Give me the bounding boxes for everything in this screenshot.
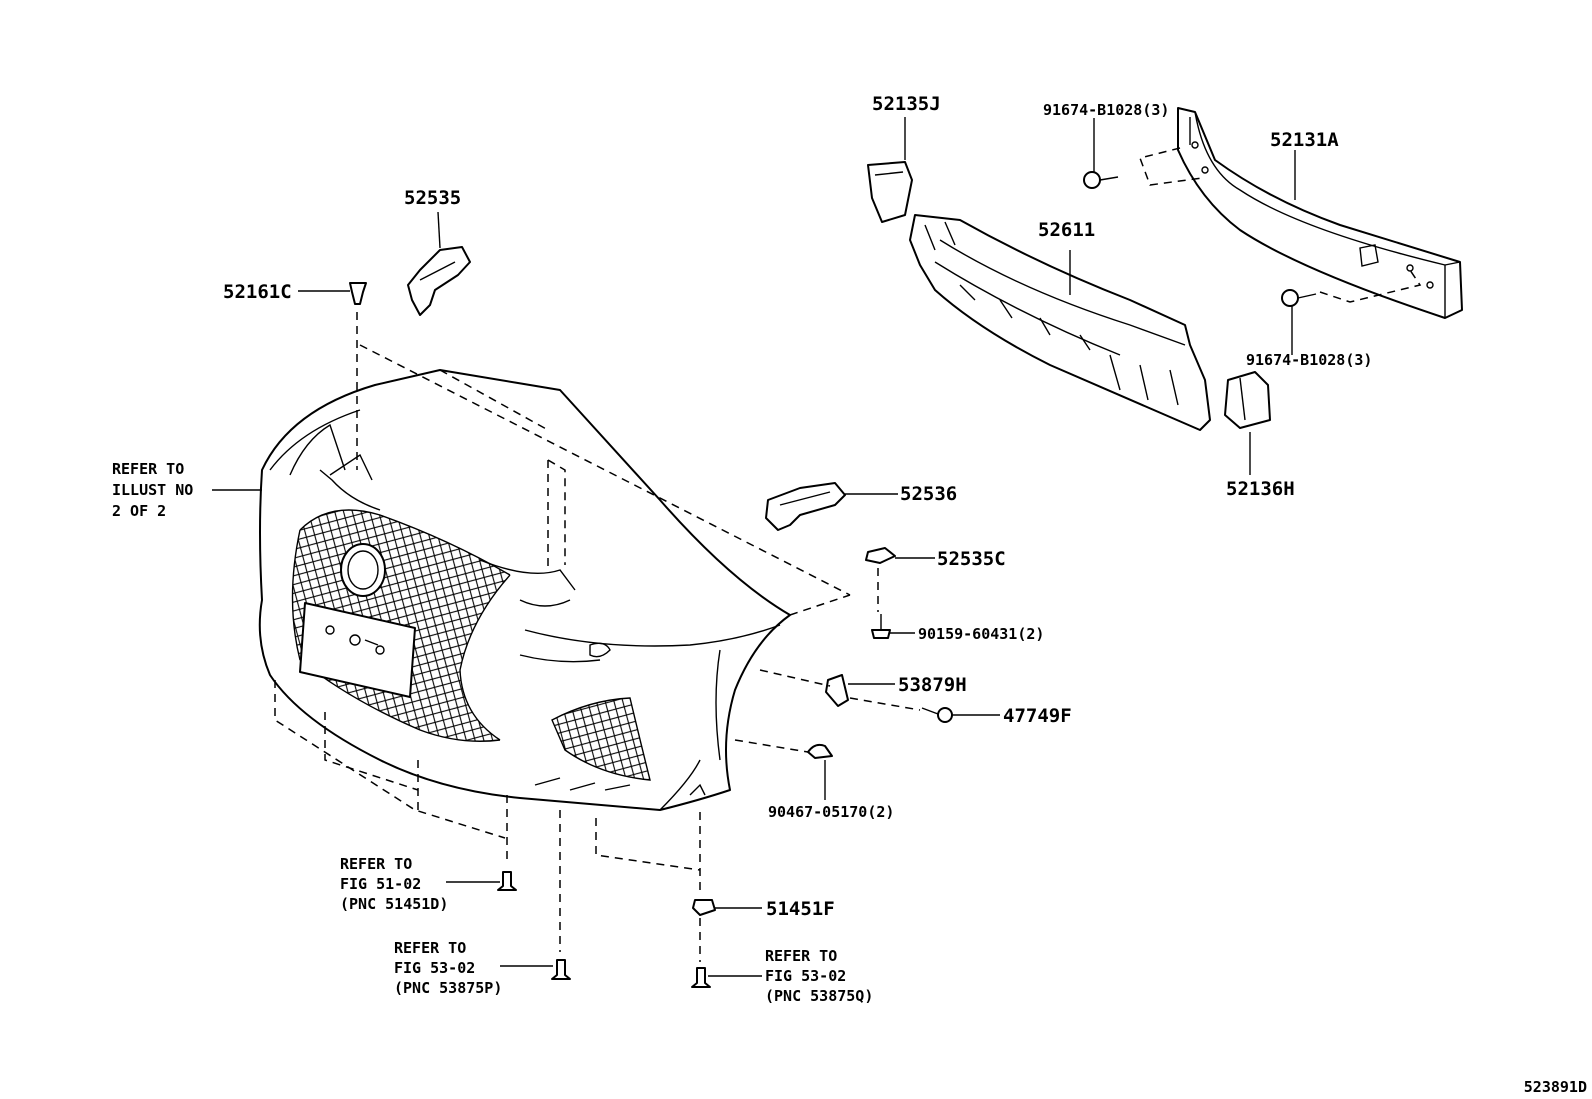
label-52536: 52536 xyxy=(900,483,957,505)
label-51451f: 51451F xyxy=(766,898,835,920)
screw-53875p xyxy=(551,959,571,980)
label-52131a: 52131A xyxy=(1270,129,1339,151)
leader-lines xyxy=(212,117,1296,977)
label-52535c: 52535C xyxy=(937,548,1006,570)
bracket-52536 xyxy=(765,482,846,531)
svg-text:FIG 51-02: FIG 51-02 xyxy=(340,875,421,893)
refer-note-fig53p: REFER TO FIG 53-02 (PNC 53875P) xyxy=(394,939,502,997)
svg-text:REFER TO: REFER TO xyxy=(340,855,412,873)
bolt-91674-bottom xyxy=(1281,289,1317,307)
refer-note-fig51: REFER TO FIG 51-02 (PNC 51451D) xyxy=(340,855,448,913)
svg-text:FIG 53-02: FIG 53-02 xyxy=(394,959,475,977)
label-91674-bottom: 91674-B1028(3) xyxy=(1246,351,1372,369)
retainer-53879h xyxy=(825,674,849,707)
refer-note-fig53q: REFER TO FIG 53-02 (PNC 53875Q) xyxy=(765,947,873,1005)
clip-52535c xyxy=(865,547,896,564)
clip-90467 xyxy=(807,743,833,759)
energy-absorber xyxy=(909,214,1211,431)
clip-51451f xyxy=(692,899,716,916)
svg-text:(PNC 53875Q): (PNC 53875Q) xyxy=(765,987,873,1005)
assembly-lines xyxy=(274,147,1422,962)
svg-text:REFER TO: REFER TO xyxy=(112,460,184,478)
clip-52161c xyxy=(349,282,367,305)
svg-text:REFER TO: REFER TO xyxy=(394,939,466,957)
screw-51451d xyxy=(497,871,517,891)
label-52535: 52535 xyxy=(404,187,461,209)
refer-note-illust: REFER TO ILLUST NO 2 OF 2 xyxy=(112,460,193,520)
grommet-47749f xyxy=(921,707,953,723)
screw-90159 xyxy=(871,614,891,639)
svg-text:REFER TO: REFER TO xyxy=(765,947,837,965)
label-90159: 90159-60431(2) xyxy=(918,625,1044,643)
label-91674-top: 91674-B1028(3) xyxy=(1043,101,1169,119)
label-52161c: 52161C xyxy=(223,281,292,303)
label-52136h: 52136H xyxy=(1226,478,1295,500)
svg-text:FIG 53-02: FIG 53-02 xyxy=(765,967,846,985)
label-52135j: 52135J xyxy=(872,93,941,115)
label-47749f: 47749F xyxy=(1003,705,1072,727)
emblem xyxy=(340,543,386,597)
bolt-91674-top xyxy=(1083,171,1119,189)
bracket-52136h xyxy=(1224,371,1271,429)
bumper-reinforcement xyxy=(1177,107,1463,319)
bracket-52135j xyxy=(867,161,913,223)
drawing-id: 523891D xyxy=(1524,1078,1587,1096)
label-53879h: 53879H xyxy=(898,674,967,696)
svg-text:(PNC 51451D): (PNC 51451D) xyxy=(340,895,448,913)
bracket-52535 xyxy=(407,246,471,316)
label-90467: 90467-05170(2) xyxy=(768,803,894,821)
svg-text:ILLUST NO: ILLUST NO xyxy=(112,481,193,499)
license-plate xyxy=(299,602,416,698)
screw-53875q xyxy=(691,967,711,988)
svg-text:2 OF 2: 2 OF 2 xyxy=(112,502,166,520)
part-number-labels: 52135J 91674-B1028(3) 52131A 52535 52611… xyxy=(223,93,1372,920)
svg-text:(PNC 53875P): (PNC 53875P) xyxy=(394,979,502,997)
label-52611: 52611 xyxy=(1038,219,1095,241)
